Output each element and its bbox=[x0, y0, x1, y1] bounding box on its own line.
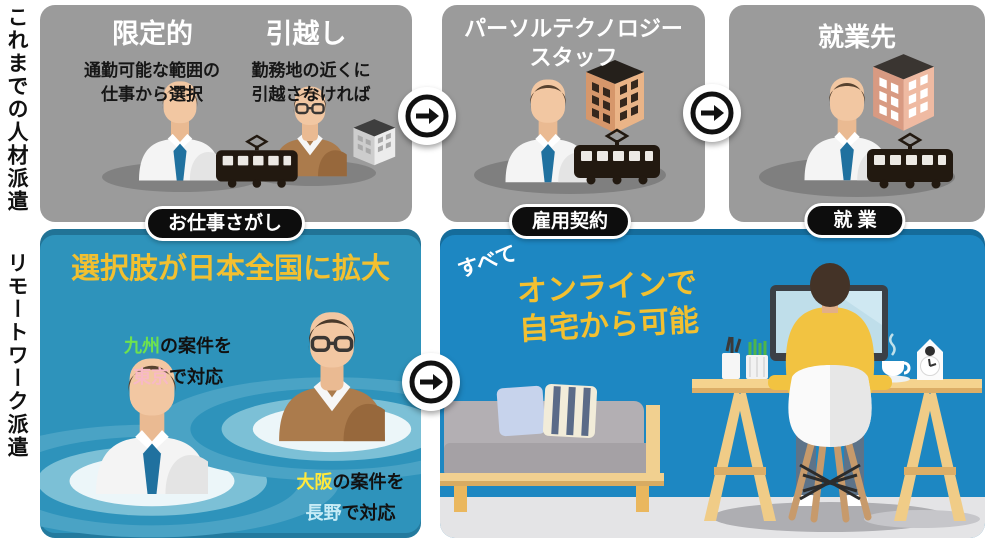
case-line: 九州の案件を bbox=[78, 331, 278, 362]
nationwide-title: 選択肢が日本全国に拡大 bbox=[70, 253, 390, 285]
location-highlight: 東京 bbox=[133, 366, 169, 387]
region-highlight: 大阪 bbox=[296, 472, 333, 492]
moving-title: 引越し bbox=[265, 19, 347, 49]
agency-title: パーソルテクノロジー スタッフ bbox=[442, 15, 705, 72]
workplace-title: 就業先 bbox=[817, 22, 896, 52]
step-pill-employment-contract: 雇用契約 bbox=[508, 204, 632, 239]
case-text: で対応 bbox=[341, 502, 396, 523]
step-pill-working: 就 業 bbox=[804, 203, 906, 238]
limited-choice-title: 限定的 bbox=[112, 19, 193, 49]
limited-choice-desc: 通勤可能な範囲の 仕事から選択 bbox=[52, 59, 252, 107]
panel-workplace: 就業先 bbox=[729, 5, 985, 222]
agency-scene bbox=[474, 60, 666, 194]
desc-line: 引越さなければ bbox=[251, 84, 371, 104]
workplace-scene bbox=[759, 54, 955, 197]
desc-line: 通勤可能な範囲の bbox=[84, 61, 220, 80]
job-search-scene bbox=[102, 81, 396, 192]
desk-shadow bbox=[864, 510, 980, 528]
plant-icon bbox=[746, 339, 768, 379]
case-line: 東京で対応 bbox=[78, 362, 278, 393]
case-text: で対応 bbox=[169, 366, 223, 387]
remote-worker-icon bbox=[768, 263, 892, 523]
moving-desc: 勤務地の近くに 引越さなければ bbox=[236, 59, 386, 107]
row-label-traditional: これまでの人材派遣 bbox=[5, 6, 28, 213]
panel-nationwide-choice: 選択肢が日本全国に拡大 九州の案件を 東京で対応 大阪の案件を 長野で対応 bbox=[40, 229, 421, 538]
building-icon bbox=[873, 54, 934, 131]
panel-job-search-traditional: 限定的 通勤可能な範囲の 仕事から選択 引越し 勤務地の近くに 引越さなければ bbox=[40, 5, 412, 222]
desc-line: 勤務地の近くに bbox=[251, 61, 371, 80]
region-highlight: 九州 bbox=[124, 336, 160, 356]
couch-icon bbox=[440, 383, 664, 512]
arrow-right-icon bbox=[683, 84, 741, 142]
agency-title-line2: スタッフ bbox=[529, 44, 618, 70]
panel-work-from-home: すべて オンラインで 自宅から可能 bbox=[440, 229, 985, 538]
case-line: 長野で対応 bbox=[258, 498, 421, 529]
agency-title-line1: パーソルテクノロジー bbox=[464, 16, 683, 41]
step-pill-job-search: お仕事さがし bbox=[144, 206, 306, 241]
cuckoo-clock-icon bbox=[917, 339, 943, 380]
case-text: の案件を bbox=[160, 336, 232, 356]
panel-agency: パーソルテクノロジー スタッフ bbox=[442, 5, 705, 222]
row-label-remote: リモートワーク派遣 bbox=[5, 252, 28, 459]
work-from-home-title: オンラインで 自宅から可能 bbox=[484, 263, 732, 351]
train-icon bbox=[572, 128, 662, 186]
case-line: 大阪の案件を bbox=[258, 467, 421, 498]
case-text: の案件を bbox=[332, 472, 405, 492]
location-highlight: 長野 bbox=[305, 502, 342, 523]
arrow-right-icon bbox=[398, 87, 456, 145]
home-office-scene bbox=[440, 263, 985, 538]
person-glasses-icon bbox=[277, 310, 387, 443]
train-icon bbox=[214, 134, 299, 189]
pen-cup-icon bbox=[722, 336, 742, 379]
train-icon bbox=[865, 132, 955, 190]
arrow-right-icon bbox=[402, 353, 460, 411]
case-osaka-note: 大阪の案件を 長野で対応 bbox=[258, 467, 421, 528]
desc-line: 仕事から選択 bbox=[101, 84, 203, 104]
case-kyushu-note: 九州の案件を 東京で対応 bbox=[78, 331, 278, 392]
building-icon bbox=[353, 119, 396, 166]
